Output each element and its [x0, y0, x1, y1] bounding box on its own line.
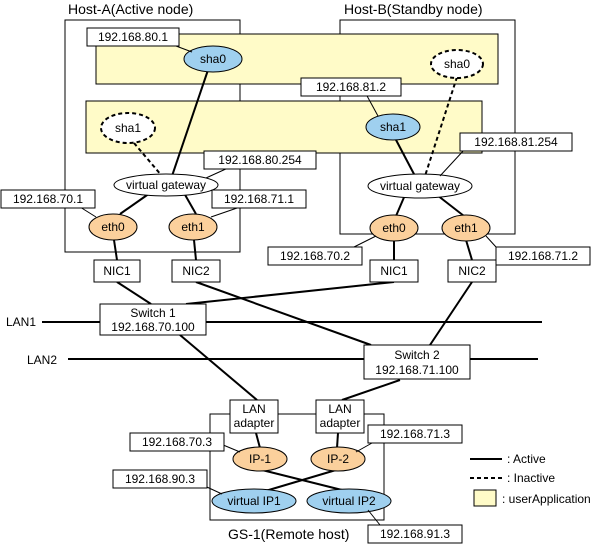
virtual-gateway-host-b-label: virtual gateway	[380, 179, 460, 193]
sha1-host-a	[100, 112, 156, 144]
ip-a-eth0: 192.168.70.1	[13, 192, 83, 206]
sha0-host-b	[430, 49, 484, 79]
eth1-host-b-label: eth1	[454, 221, 478, 235]
lan-adapter-1-line1: LAN	[242, 402, 265, 416]
sha0-host-a	[183, 45, 243, 73]
ip-b-sha1: 192.168.81.2	[316, 80, 386, 94]
sha1-host-b	[365, 113, 421, 141]
nic1-host-a-label: NIC1	[103, 264, 131, 278]
ip-gs-ip1: 192.168.70.3	[142, 435, 212, 449]
virtual-ip2-node	[306, 488, 392, 514]
sha1-host-b-label: sha1	[380, 120, 406, 134]
switch-2-name: Switch 2	[394, 348, 440, 362]
link-sha0-vgw-a	[171, 69, 209, 177]
ip-b-eth1: 192.168.71.2	[508, 249, 578, 263]
link-sha1-vgw-b	[394, 137, 416, 177]
link-sha0-vgw-b-inactive	[424, 76, 458, 177]
nic1-host-b-box	[369, 259, 419, 283]
ip-b-vgw: 192.168.81.254	[474, 135, 558, 149]
switch-1-box	[99, 303, 207, 336]
ip-gs-ip2: 192.168.71.3	[380, 427, 450, 441]
ip-2-label: IP-2	[327, 452, 349, 466]
ip-gs-vip1: 192.168.90.3	[125, 472, 195, 486]
lan-adapter-1-box	[229, 399, 279, 434]
ip-gs-vip2: 192.168.91.3	[380, 527, 450, 541]
switch-1-ip: 192.168.70.100	[111, 320, 195, 334]
lan2-label: LAN2	[27, 353, 57, 367]
eth0-host-a-label: eth0	[101, 220, 125, 234]
switch-2-ip: 192.168.71.100	[375, 363, 459, 377]
remote-host-title: GS-1(Remote host)	[228, 526, 349, 542]
virtual-gateway-host-b	[367, 173, 473, 199]
link-sha1-vgw-a-inactive	[133, 142, 163, 177]
nic2-host-b-box	[447, 259, 497, 283]
ip-a-vgw: 192.168.80.254	[218, 153, 302, 167]
host-b-title: Host-B(Standby node)	[344, 1, 483, 17]
ip-2-node	[310, 446, 366, 472]
lan-adapter-1-line2: adapter	[234, 416, 275, 430]
lan-adapter-2-line1: LAN	[328, 402, 351, 416]
eth1-host-b	[441, 214, 491, 242]
ip-1-label: IP-1	[249, 452, 271, 466]
eth0-host-b	[369, 214, 419, 242]
legend-active-label: : Active	[507, 452, 546, 466]
nic1-host-b-label: NIC1	[380, 264, 408, 278]
eth0-host-b-label: eth0	[382, 221, 406, 235]
lan1-label: LAN1	[6, 315, 36, 329]
ip-a-sha0: 192.168.80.1	[98, 30, 168, 44]
nic2-host-b-label: NIC2	[458, 264, 486, 278]
legend-user-application-label: : userApplication	[502, 492, 591, 506]
virtual-ip2-label: virtual IP2	[322, 494, 376, 508]
virtual-ip1-node	[211, 488, 297, 514]
legend-user-application-swatch	[473, 489, 497, 507]
ip-a-eth1: 192.168.71.1	[224, 192, 294, 206]
switch-1-name: Switch 1	[130, 306, 176, 320]
sha1-host-a-label: sha1	[115, 121, 141, 135]
ip-1-node	[232, 446, 288, 472]
nic2-host-a-box	[171, 259, 221, 283]
nic2-host-a-label: NIC2	[182, 264, 210, 278]
legend-inactive-label: : Inactive	[507, 471, 555, 485]
sha0-host-a-label: sha0	[200, 52, 226, 66]
ip-b-eth0: 192.168.70.2	[280, 249, 350, 263]
sha0-host-b-label: sha0	[444, 57, 470, 71]
switch-2-box	[363, 344, 471, 380]
nic1-host-a-box	[93, 259, 141, 283]
lan-adapter-2-line2: adapter	[320, 416, 361, 430]
virtual-gateway-host-a-label: virtual gateway	[126, 178, 206, 192]
eth0-host-a	[88, 213, 138, 241]
lan-adapter-2-box	[315, 399, 365, 434]
host-a-title: Host-A(Active node)	[68, 1, 193, 17]
eth1-host-a-label: eth1	[181, 220, 205, 234]
virtual-ip1-label: virtual IP1	[227, 494, 281, 508]
virtual-gateway-host-a	[113, 173, 219, 197]
eth1-host-a	[168, 213, 218, 241]
